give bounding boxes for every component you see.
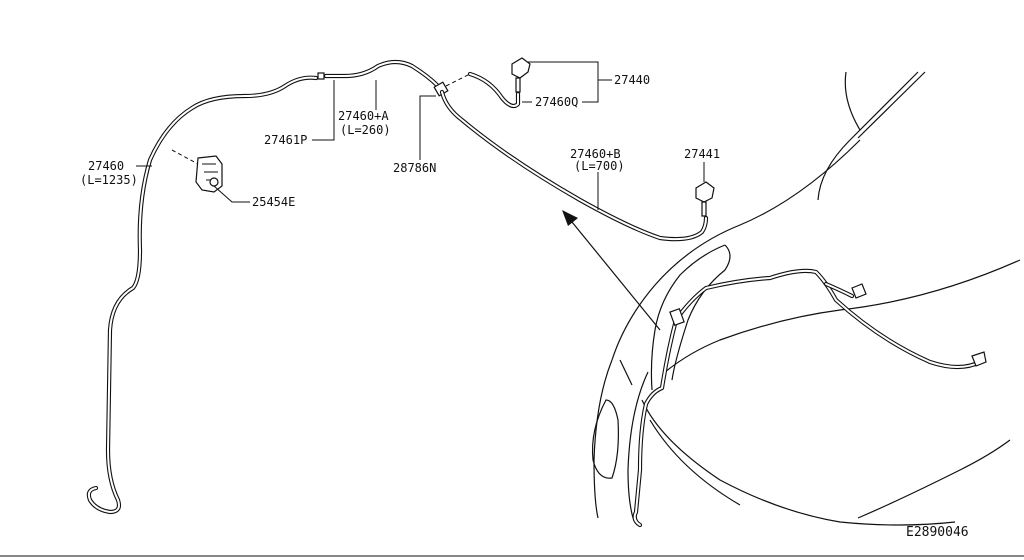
label-27460b: 27460+B: [570, 147, 621, 161]
nozzle-27440: [511, 57, 531, 93]
label-28786n: 28786N: [393, 161, 436, 175]
hose-27460a: [317, 59, 441, 89]
label-27460a-length: (L=260): [340, 123, 391, 137]
clip-25454e: [171, 149, 223, 193]
hose-27460: [86, 75, 319, 515]
label-27440: 27440: [614, 73, 650, 87]
label-25454e: 25454E: [252, 195, 295, 209]
label-27441: 27441: [684, 147, 720, 161]
nozzle-27441: [695, 181, 715, 217]
label-27460a: 27460+A: [338, 109, 389, 123]
installed-hose-route: [632, 268, 987, 528]
part-labels: 27460 (L=1235) 25454E 27461P 27460+A (L=…: [80, 73, 969, 540]
hose-27460q: [445, 71, 521, 109]
pointer-arrow: [562, 210, 661, 331]
diagram-code: E2890046: [906, 525, 969, 540]
label-27460-length: (L=1235): [80, 173, 138, 187]
hose-27460b: [439, 89, 709, 242]
leader-lines: [136, 61, 705, 210]
label-27460: 27460: [88, 159, 124, 173]
label-27460b-length: (L=700): [574, 159, 625, 173]
label-27460q: 27460Q: [535, 95, 578, 109]
car-body-outline: [591, 71, 1021, 526]
label-27461p: 27461P: [264, 133, 307, 147]
